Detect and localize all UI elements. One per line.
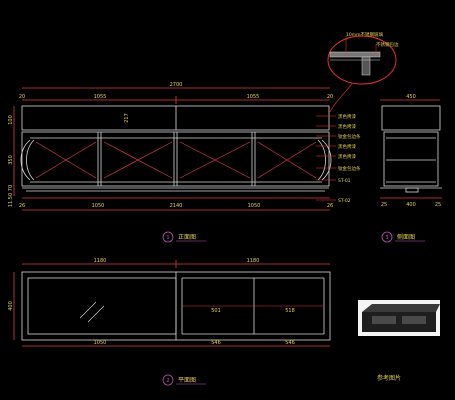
reference-photo [358,300,440,336]
side-top-slab [381,105,441,131]
index-bubble-plan [162,374,174,386]
index-bubble-front [162,231,174,243]
plan-view-title: 2 平面图 [162,374,206,386]
side-dim-bottom-2: 25 [435,202,441,208]
index-bubble-side [381,231,393,243]
svg-text:钛金包边条: 钛金包边条 [338,165,361,172]
side-elevation-label: 侧面图 [397,233,415,241]
elev-dim-overall: 2700 [170,82,183,88]
svg-text:黑色烤漆: 黑色烤漆 [338,123,356,130]
elev-dim-left-half: 1055 [94,94,107,100]
svg-text:黑色烤漆: 黑色烤漆 [338,113,356,120]
detail-note-glass: 10mm不锈钢玻璃 [346,31,383,38]
side-dim-top: 450 [406,94,416,100]
side-elevation-title: 3 侧面图 [381,231,425,243]
left-curve-cap [20,139,31,181]
right-curve-cap [321,139,332,181]
side-elevation [380,99,442,199]
elev-center-label: 217 [124,113,130,123]
elev-dim-left-1: 350 [8,155,14,165]
side-dim-bottom-0: 25 [381,202,387,208]
reference-label: 参考图片 [377,374,401,382]
elev-dim-right-half: 1055 [247,94,260,100]
svg-text:1: 1 [166,235,169,241]
elev-dim-left-0: 100 [8,115,14,125]
top-slab [21,105,330,131]
plan-dim-top-0: 1180 [94,258,107,264]
side-body [383,131,439,187]
elev-dim-small-right: 20 [327,94,333,100]
elev-dim-bottom-1: 1050 [92,203,105,209]
elev-dim-bottom-0: 26 [19,203,25,209]
front-elevation-label: 正面图 [178,234,196,241]
cabinet-body [21,131,330,187]
svg-text:3: 3 [385,235,388,241]
elev-dim-left-2: 70 [8,185,14,191]
elev-dim-small-left: 20 [19,94,25,100]
plan-dim-bottom-0: 1050 [94,340,107,346]
plan-view [13,260,331,347]
elev-dim-bottom-4: 26 [327,203,333,209]
svg-text:钛金包边条: 钛金包边条 [338,133,361,140]
plan-dim-top-1: 1180 [247,258,260,264]
front-elevation-title: 1 正面图 [162,231,206,243]
svg-text:ST-02: ST-02 [338,198,351,204]
plan-inner-label-0: 501 [211,308,221,314]
svg-text:黑色烤漆: 黑色烤漆 [338,153,356,160]
side-dim-bottom-1: 400 [406,202,416,208]
plan-dim-bottom-1: 546 [211,340,221,346]
detail-callout: 10mm不锈钢玻璃 不锈钢包边 [327,31,399,113]
elev-dim-bottom-2: 2140 [170,203,183,209]
elev-dim-left-3: 11.50 [8,193,14,207]
plan-dim-bottom-2: 546 [285,340,295,346]
elev-dim-bottom-3: 1050 [248,203,261,209]
plan-inner-label-1: 518 [285,308,295,314]
detail-note-edge: 不锈钢包边 [376,41,399,48]
front-elevation [13,87,332,211]
material-notes: 黑色烤漆 黑色烤漆 钛金包边条 黑色烤漆 黑色烤漆 钛金包边条 ST-01 ST… [316,113,361,204]
svg-text:黑色烤漆: 黑色烤漆 [338,143,356,150]
svg-text:2: 2 [166,378,169,384]
svg-text:ST-01: ST-01 [338,178,351,184]
plan-dim-left: 400 [8,301,14,311]
plan-view-label: 平面图 [178,377,196,384]
